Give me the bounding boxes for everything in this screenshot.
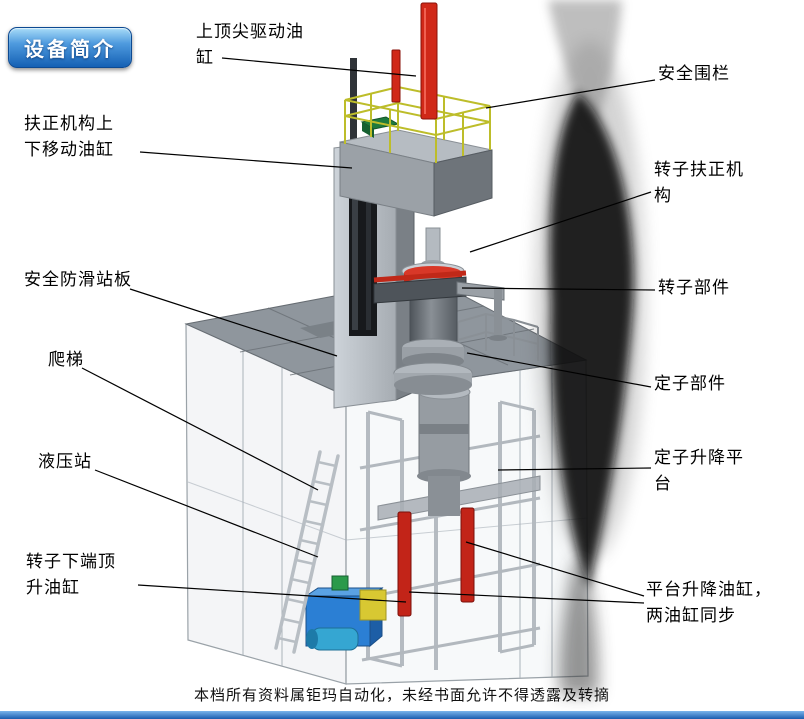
head-box xyxy=(339,116,493,217)
leader-line xyxy=(461,287,656,291)
centering-arm xyxy=(373,270,507,341)
leader-line xyxy=(81,367,319,491)
leader-line xyxy=(139,151,353,169)
leader-lines xyxy=(81,57,656,604)
leader-line xyxy=(497,467,652,471)
ladder-graphic xyxy=(274,450,340,654)
label-rotor-bottom-jack-cylinder: 转子下端顶 升油缸 xyxy=(26,552,116,598)
label-stator-part: 定子部件 xyxy=(654,374,726,394)
top-drive-rods xyxy=(391,2,438,120)
leader-line xyxy=(469,191,652,253)
title-badge: 设备简介 xyxy=(8,27,132,68)
leader-line xyxy=(465,541,645,597)
bottom-accent-bar xyxy=(0,711,804,719)
leader-line xyxy=(221,57,417,77)
leader-line xyxy=(466,352,652,388)
safety-railing xyxy=(344,85,491,163)
label-platform-lift-cylinders: 平台升降油缸， 两油缸同步 xyxy=(646,580,772,626)
smoke-shadow xyxy=(535,0,645,695)
label-hydraulic-station: 液压站 xyxy=(38,452,92,472)
footer-note: 本档所有资料属钜玛自动化，未经书面允许不得透露及转摘 xyxy=(193,686,610,704)
leader-line xyxy=(408,591,645,604)
platform-lift-cylinders-graphic xyxy=(397,507,475,617)
label-stator-lift-platform: 定子升降平 台 xyxy=(654,448,744,494)
label-rotor-centering-mechanism: 转子扶正机 构 xyxy=(654,160,744,206)
leader-line xyxy=(94,469,319,558)
stator-column xyxy=(417,384,471,516)
label-top-drive-cylinder: 上顶尖驱动油 缸 xyxy=(196,22,304,68)
label-safety-fence: 安全围栏 xyxy=(658,64,730,84)
label-centering-move-cylinder: 扶正机构上 下移动油缸 xyxy=(24,114,114,160)
label-ladder: 爬梯 xyxy=(48,350,84,370)
leader-line xyxy=(137,584,407,603)
label-anti-slip-platform: 安全防滑站板 xyxy=(24,270,132,290)
leader-line xyxy=(485,79,656,109)
hydraulic-unit xyxy=(304,575,387,651)
label-rotor-part: 转子部件 xyxy=(658,278,730,298)
leader-line xyxy=(129,288,338,357)
